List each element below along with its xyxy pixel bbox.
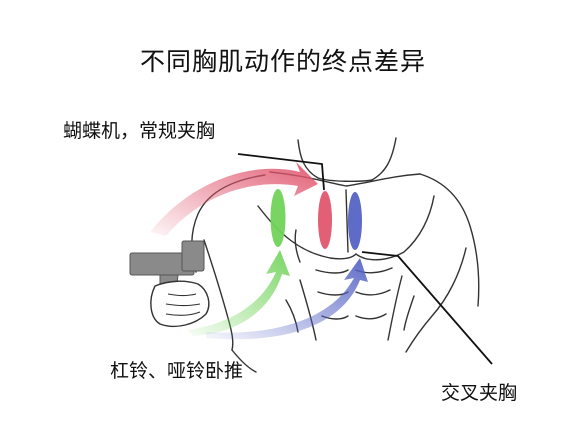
diagram-title: 不同胸肌动作的终点差异 bbox=[139, 47, 426, 76]
cross-endpoint-oval bbox=[348, 192, 362, 250]
cross-leader-line bbox=[361, 251, 493, 365]
bench-endpoint-oval bbox=[270, 189, 286, 247]
fly-leader-line bbox=[237, 153, 325, 191]
bench-arrow bbox=[188, 250, 290, 336]
fly-arrow bbox=[150, 162, 318, 236]
fly-label: 蝴蝶机，常规夹胸 bbox=[63, 120, 216, 142]
leader-lines bbox=[237, 153, 493, 365]
bench-press-label: 杠铃、哑铃卧推 bbox=[110, 360, 244, 382]
cross-fly-label: 交叉夹胸 bbox=[441, 382, 518, 404]
fly-endpoint-oval bbox=[318, 191, 332, 249]
hand-with-handle bbox=[129, 240, 210, 328]
